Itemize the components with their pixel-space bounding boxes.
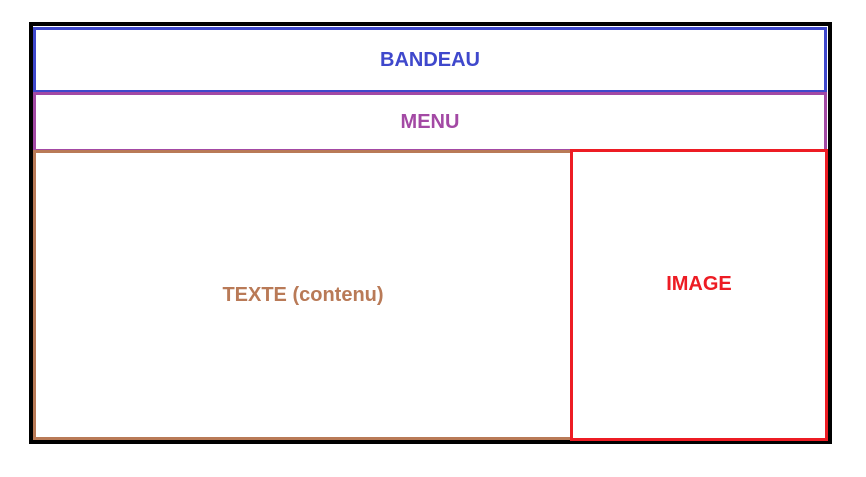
menu-region: MENU (33, 92, 827, 152)
texte-region: TEXTE (contenu) (33, 150, 573, 440)
image-label: IMAGE (666, 272, 732, 295)
menu-label: MENU (400, 110, 460, 133)
image-region: IMAGE (570, 149, 828, 441)
bandeau-region: BANDEAU (33, 27, 827, 93)
bandeau-label: BANDEAU (380, 48, 480, 71)
texte-label: TEXTE (contenu) (222, 283, 384, 306)
